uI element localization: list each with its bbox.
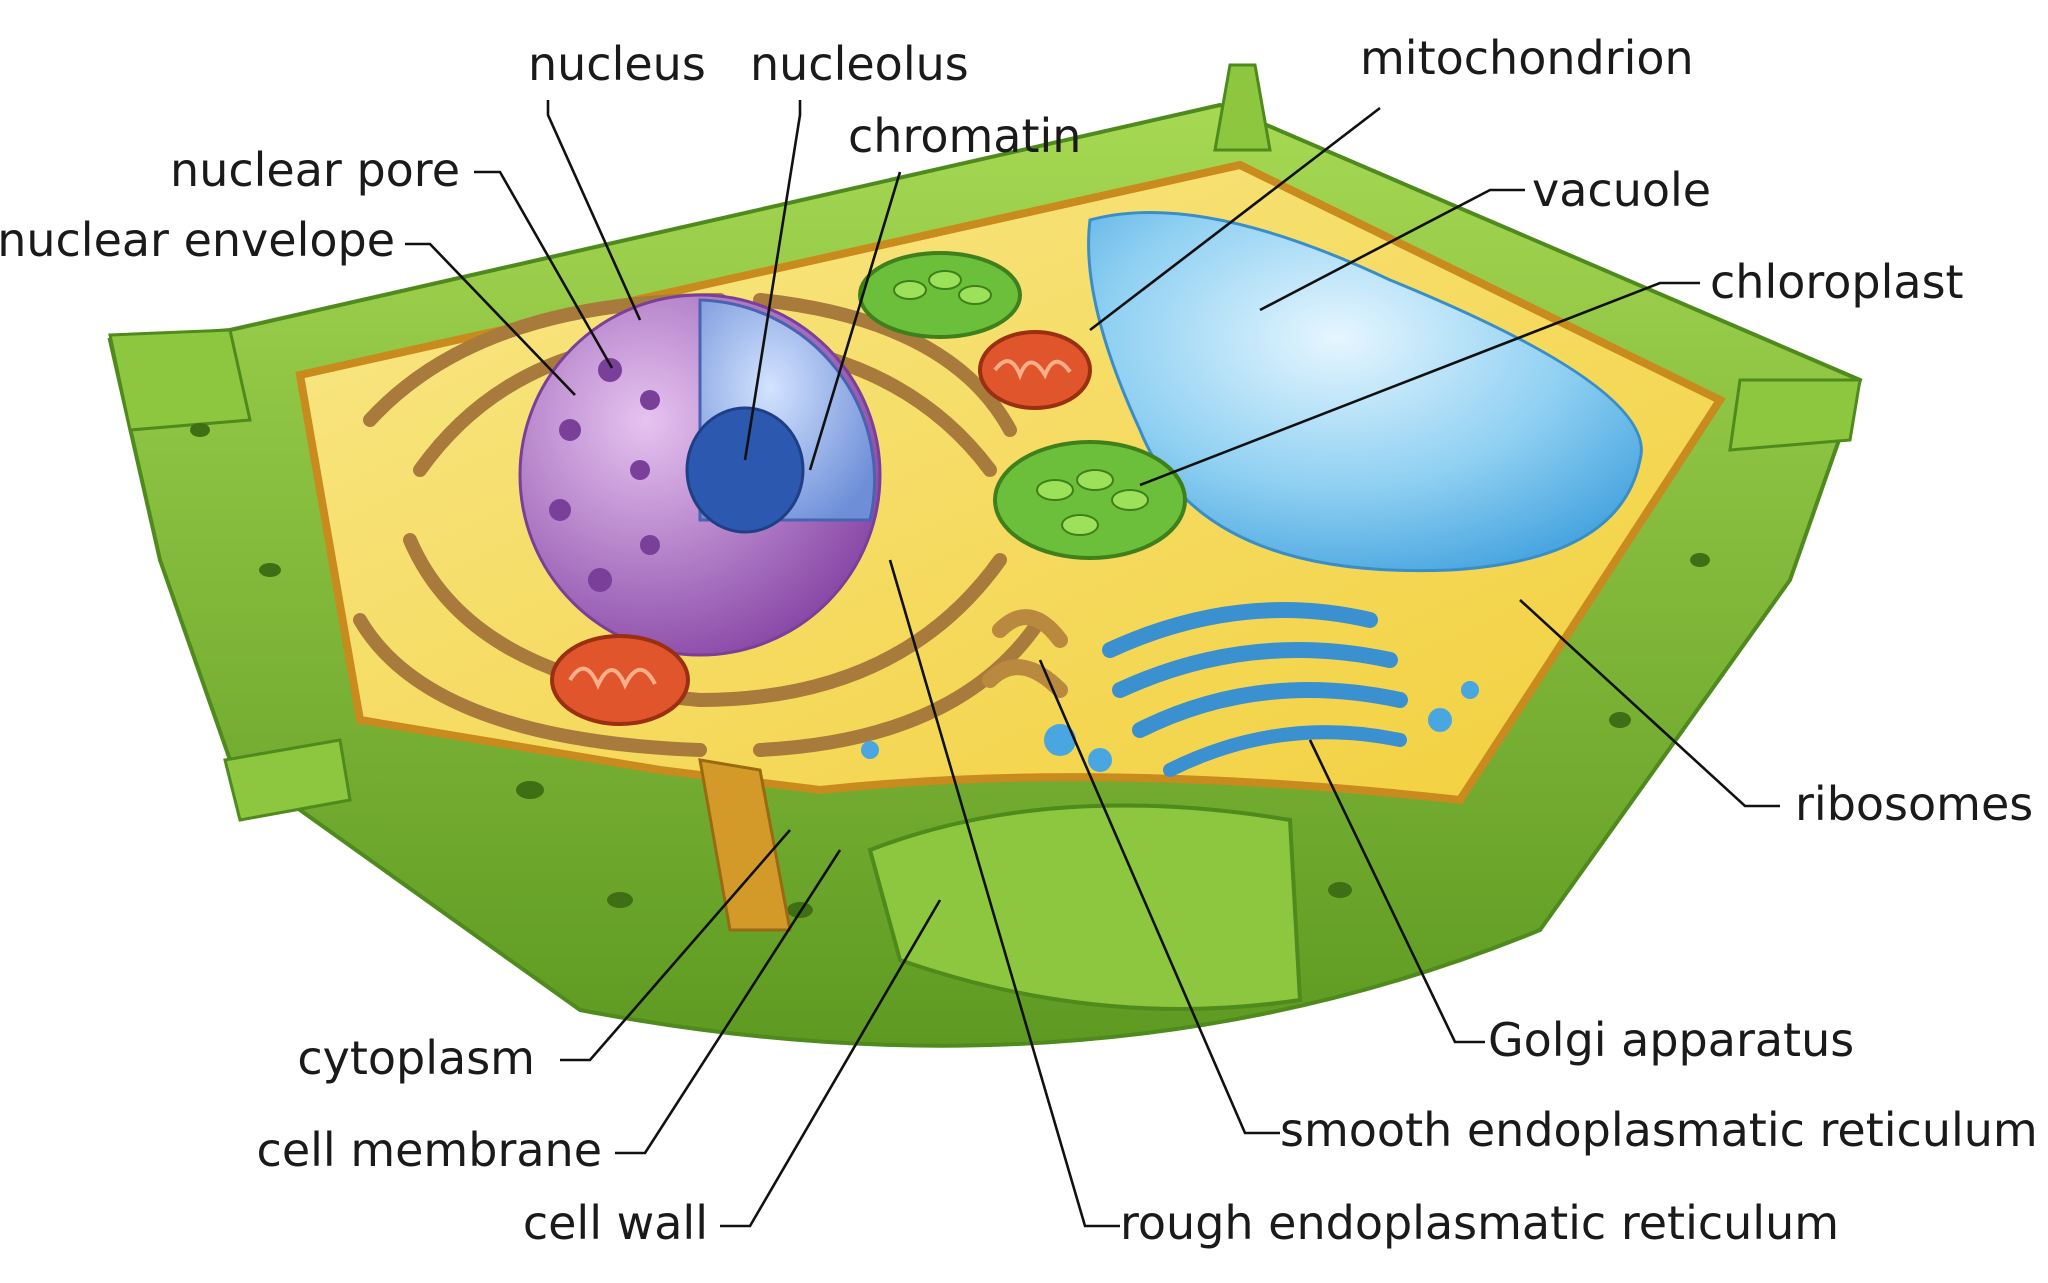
label-cell-membrane: cell membrane <box>257 1123 602 1177</box>
label-ribosomes: ribosomes <box>1795 777 2033 831</box>
nucleolus-shape <box>685 406 805 534</box>
chloroplast-top <box>858 251 1022 339</box>
label-nucleus: nucleus <box>528 37 706 91</box>
label-chromatin: chromatin <box>848 109 1081 163</box>
cell-wall-left-protrusion <box>108 328 252 432</box>
cell-wall-right-protrusion <box>1728 378 1862 452</box>
label-smooth-er: smooth endoplasmatic reticulum <box>1280 1103 2038 1157</box>
label-golgi-apparatus: Golgi apparatus <box>1488 1013 1854 1067</box>
cell-wall-bottom-left-protrusion <box>223 738 352 822</box>
label-rough-er: rough endoplasmatic reticulum <box>1120 1196 1839 1250</box>
label-nucleolus: nucleolus <box>750 37 969 91</box>
label-cytoplasm: cytoplasm <box>297 1031 535 1085</box>
cell-wall-top-protrusion <box>1213 63 1272 152</box>
label-cell-wall: cell wall <box>523 1196 708 1250</box>
label-vacuole: vacuole <box>1532 163 1711 217</box>
vacuole-shape <box>1087 211 1643 573</box>
label-chloroplast: chloroplast <box>1710 255 1964 309</box>
smooth-er <box>982 609 1068 698</box>
mitochondrion-upper <box>978 330 1092 410</box>
golgi-vesicles <box>861 681 1479 772</box>
label-nuclear-pore: nuclear pore <box>170 143 460 197</box>
plant-cell-illustration <box>107 63 1863 1048</box>
diagram-labels: nucleus nucleolus chromatin nuclear pore… <box>0 31 2038 1250</box>
label-nuclear-envelope: nuclear envelope <box>0 213 395 267</box>
chloroplast-middle <box>993 440 1187 560</box>
leader-lines <box>405 100 1780 1228</box>
label-mitochondrion: mitochondrion <box>1360 31 1694 85</box>
mitochondrion-lower <box>550 634 690 726</box>
nuclear-pores <box>549 358 660 592</box>
golgi-stack <box>1102 602 1408 777</box>
